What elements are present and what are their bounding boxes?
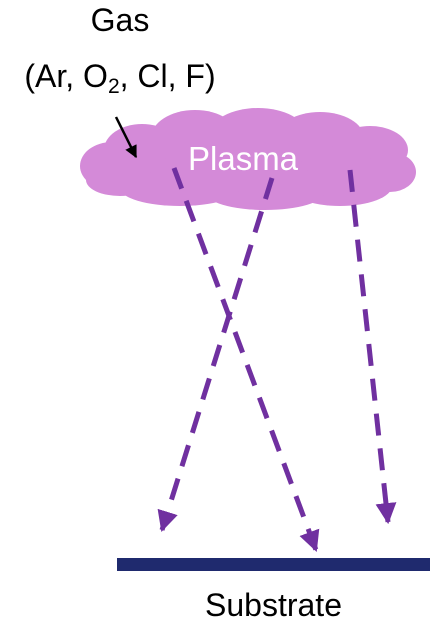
gas-formula-rest: , Cl, F) <box>120 58 216 94</box>
substrate-label: Substrate <box>117 587 430 624</box>
gas-formula-open: (Ar, O <box>24 58 108 94</box>
trajectory-arrow-2 <box>162 178 272 530</box>
substrate-bar <box>117 558 430 571</box>
trajectory-arrow-1 <box>174 168 316 550</box>
gas-formula-subscript: 2 <box>108 75 120 98</box>
plasma-label: Plasma <box>188 140 298 178</box>
trajectory-arrow-3 <box>350 170 388 522</box>
gas-label: Gas <box>0 2 240 39</box>
gas-formula: (Ar, O2, Cl, F) <box>0 58 240 95</box>
